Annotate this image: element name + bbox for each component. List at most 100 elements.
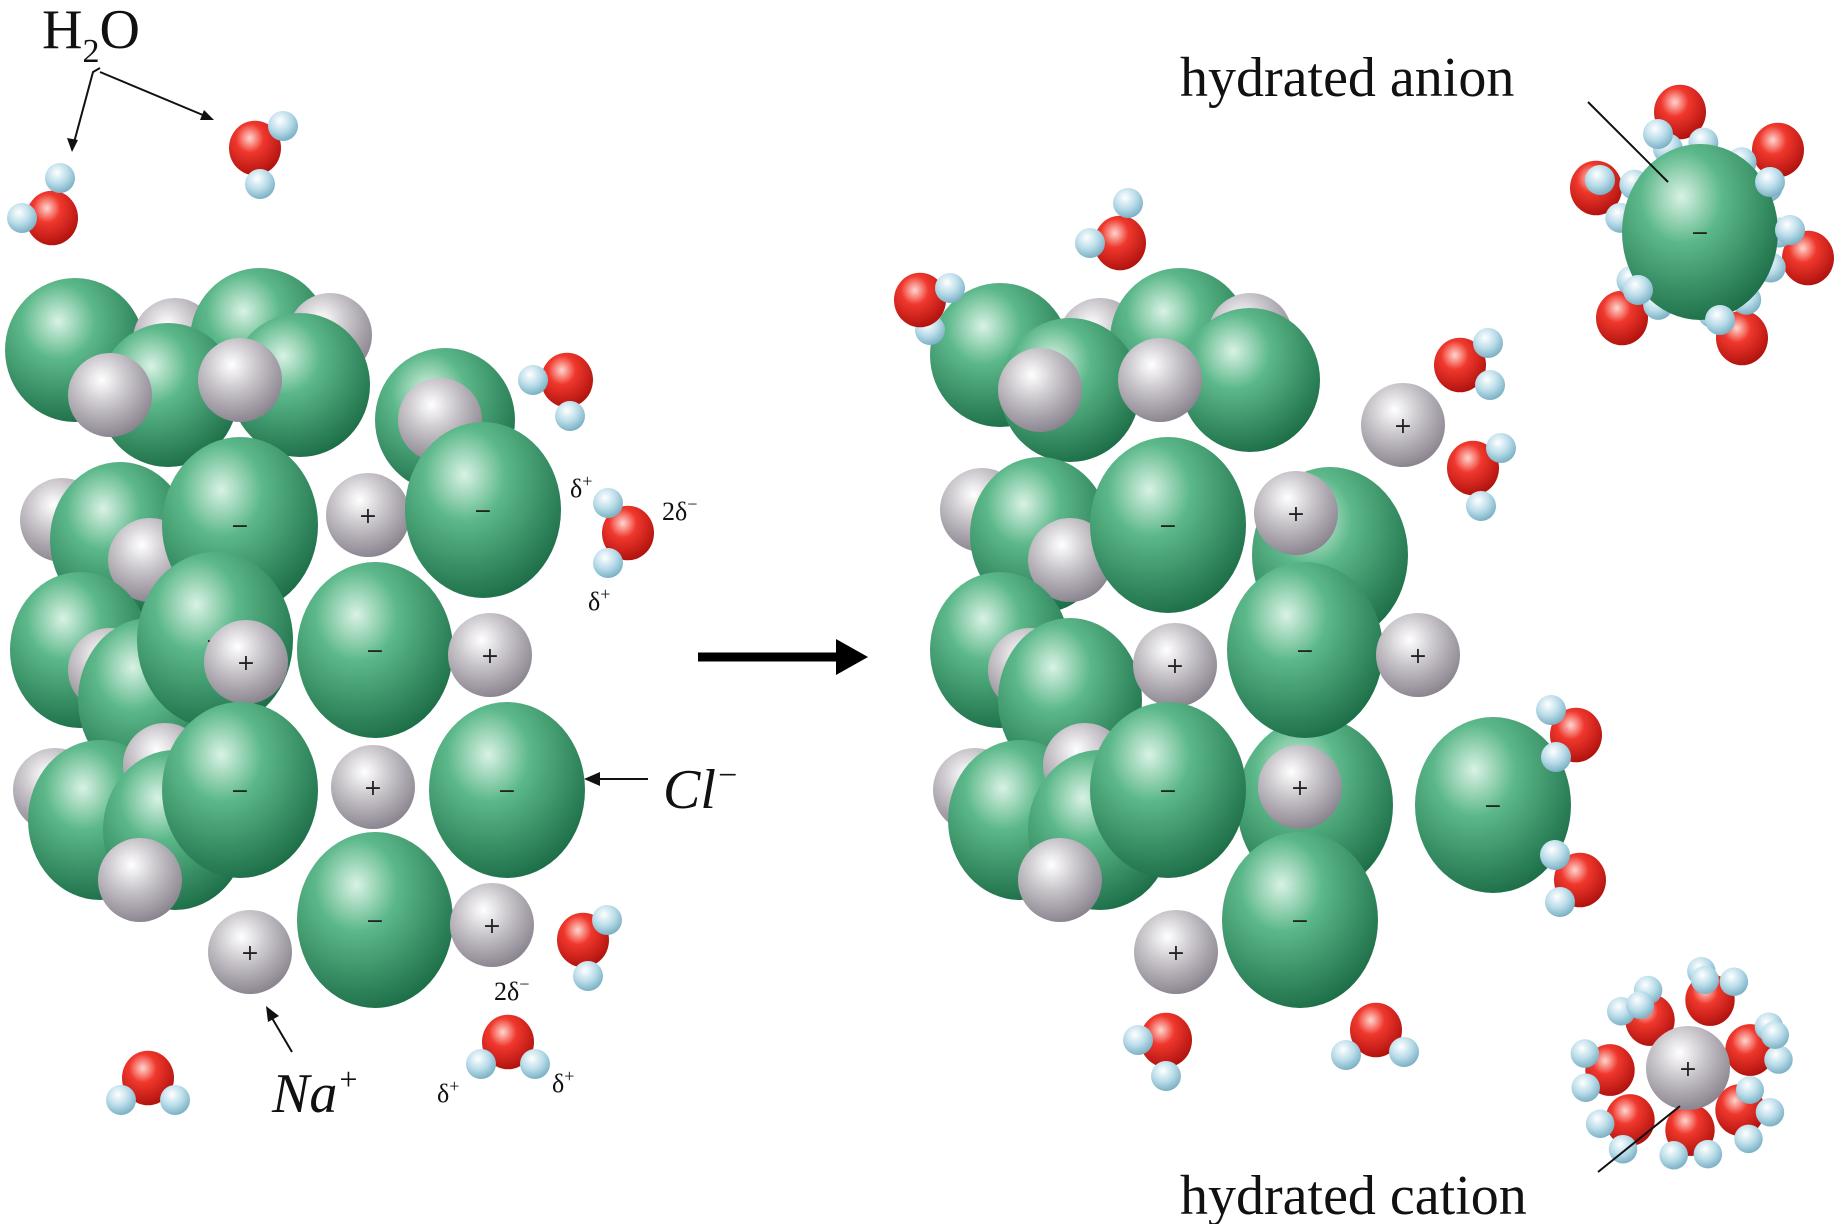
hydrogen-atom	[555, 401, 585, 431]
oxygen-atom	[122, 1050, 174, 1106]
polarity-labels-upper: δ+ 2δ− δ+	[570, 471, 697, 616]
cation-sign: +	[364, 776, 382, 801]
hydrogen-atom	[1123, 1025, 1153, 1055]
sodium-ion: +	[1254, 471, 1338, 555]
svg-text:δ+: δ+	[588, 584, 610, 616]
cation-sign: +	[241, 941, 259, 966]
anion-sign: −	[498, 779, 516, 804]
anion-sign: −	[1159, 779, 1177, 804]
water-molecule	[557, 905, 622, 991]
hydrogen-atom	[520, 1049, 550, 1079]
cation-sign: +	[1394, 414, 1412, 439]
hydrogen-atom	[1719, 967, 1749, 997]
anion-sign: −	[366, 909, 384, 934]
water-molecule	[106, 1050, 190, 1115]
water-molecule	[1075, 188, 1146, 271]
oxygen-atom	[1752, 122, 1804, 178]
chloride-ion: −	[1090, 702, 1246, 878]
hydrogen-atom	[1540, 840, 1570, 870]
anion-sign: −	[366, 639, 384, 664]
oxygen-atom	[541, 352, 593, 408]
sodium-ion: +	[204, 620, 288, 704]
hydrated-cation-pointer	[1597, 1105, 1681, 1173]
water-molecule	[1447, 433, 1516, 521]
hydrogen-atom	[7, 203, 37, 233]
oxygen-atom	[1140, 1012, 1192, 1068]
oxygen-atom	[229, 120, 281, 176]
anion-sign: −	[1296, 639, 1314, 664]
hydrogen-atom	[1734, 1124, 1763, 1154]
sodium-ion: +	[1361, 383, 1445, 467]
sodium-ion	[1018, 838, 1102, 922]
sodium-ion	[98, 838, 182, 922]
sodium-ion: +	[1376, 613, 1460, 697]
svg-text:hydrated cation: hydrated cation	[1180, 1165, 1527, 1224]
hydrogen-atom	[1475, 370, 1505, 400]
chloride-ion: −	[1090, 437, 1246, 613]
hydrogen-atom	[1331, 1040, 1361, 1070]
chloride-ion: −	[429, 702, 585, 878]
hydrogen-atom	[1536, 695, 1566, 725]
water-molecule	[7, 163, 78, 246]
chloride-ion: −	[297, 562, 453, 738]
water-molecule	[1570, 1039, 1635, 1102]
cation-sign: +	[237, 651, 255, 676]
sodium-ion	[68, 353, 152, 437]
oxygen-atom	[602, 505, 654, 561]
sodium-ion	[1118, 338, 1202, 422]
hydrogen-atom	[1643, 119, 1673, 149]
hydrogen-atom	[1626, 991, 1654, 1019]
svg-text:Cl−: Cl−	[663, 757, 739, 821]
sodium-ion: +	[448, 613, 532, 697]
hydrogen-atom	[268, 111, 298, 141]
water-molecule	[229, 111, 298, 199]
hydrogen-atom	[1755, 167, 1785, 197]
hydrogen-atom	[1585, 1109, 1615, 1139]
hydrogen-atom	[45, 163, 75, 193]
hydrogen-atom	[1775, 215, 1805, 245]
oxygen-atom	[1605, 1094, 1655, 1146]
svg-text:δ+: δ+	[552, 1066, 574, 1098]
hydrogen-atom	[1466, 491, 1496, 521]
hydrogen-atom	[466, 1049, 496, 1079]
hydrogen-atom	[1736, 1076, 1764, 1104]
svg-text:2δ−: 2δ−	[494, 974, 529, 1006]
hydrogen-atom	[1571, 1073, 1600, 1102]
oxygen-atom	[1350, 1002, 1402, 1058]
water-molecule	[518, 352, 593, 431]
hydrogen-atom	[106, 1085, 136, 1115]
sodium-ion: +	[1133, 623, 1217, 707]
water-molecule	[593, 488, 654, 578]
chloride-ion	[1180, 308, 1320, 452]
water-label: H2O	[42, 0, 214, 152]
sodium-ion: +	[450, 883, 534, 967]
hydrogen-atom	[245, 169, 275, 199]
hydrogen-atom	[1659, 1140, 1688, 1170]
cation-sign: +	[1167, 941, 1185, 966]
polarity-labels-lower: 2δ− δ+ δ+	[437, 974, 574, 1108]
cation-sign: +	[359, 504, 377, 529]
water-molecule	[1685, 956, 1749, 1026]
anion-sign: −	[1291, 909, 1309, 934]
hydrogen-atom	[1545, 887, 1575, 917]
nacl-crystal-left: −+−−+−+−+−−++	[5, 268, 585, 1008]
sodium-ion: +	[331, 745, 415, 829]
cation-sign: +	[1409, 644, 1427, 669]
hydrated-anion-pointer	[1587, 101, 1669, 183]
hydrogen-atom	[1764, 1045, 1793, 1074]
water-molecule	[1434, 328, 1505, 400]
hydrogen-atom	[1486, 433, 1516, 463]
hydrogen-atom	[1693, 1139, 1723, 1169]
hydrogen-atom	[935, 273, 965, 303]
cation-sign: +	[1166, 654, 1184, 679]
oxygen-atom	[1434, 337, 1486, 393]
arrowhead	[266, 1006, 279, 1022]
cation-sign: +	[1287, 502, 1305, 527]
water-molecule	[1585, 1094, 1655, 1164]
hydrogen-atom	[1623, 275, 1653, 305]
arrowhead	[584, 772, 600, 786]
hydrogen-atom	[1389, 1037, 1419, 1067]
hydrogen-atom	[518, 365, 548, 395]
anion-sign: −	[1691, 221, 1709, 246]
